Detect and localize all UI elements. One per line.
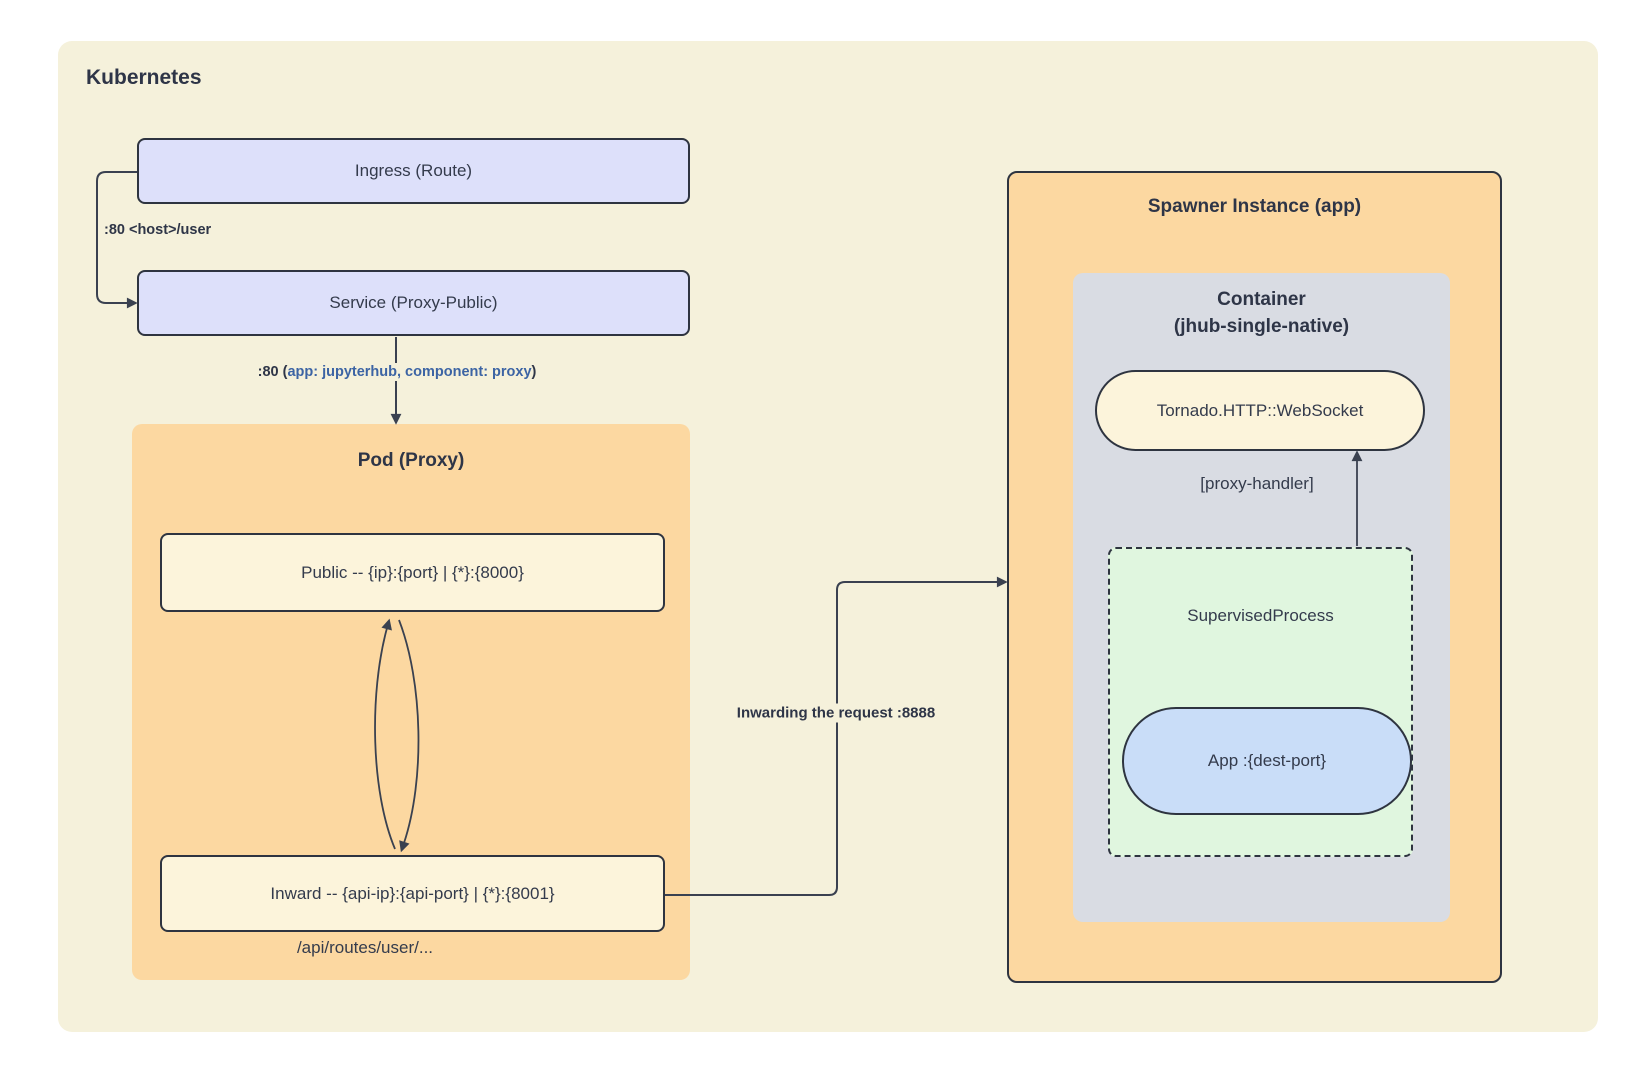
service-label: Service (Proxy-Public): [329, 293, 498, 312]
spawner-instance-title: Spawner Instance (app): [1147, 196, 1362, 217]
proxy-handler-label: [proxy-handler]: [1200, 474, 1314, 493]
service-node: Service (Proxy-Public): [137, 270, 690, 336]
ingress-label: Ingress (Route): [354, 161, 473, 180]
edge-label-service-selector: :80 (app: jupyterhub, component: proxy): [253, 363, 541, 381]
container-title-line2: (jhub-single-native): [1173, 316, 1350, 337]
edge-label-selector-value: app: jupyterhub, component: proxy: [287, 364, 532, 380]
edge-label-inwarding-request: Inwarding the request :8888: [732, 703, 940, 723]
api-routes-note: /api/routes/user/...: [296, 938, 434, 957]
container-title-line1: Container: [1217, 289, 1306, 310]
app-dest-port-label: App :{dest-port}: [1207, 751, 1327, 770]
pod-proxy-title: Pod (Proxy): [357, 450, 465, 471]
edge-label-selector-prefix: :80 (: [257, 364, 288, 380]
edge-label-selector-suffix: ): [531, 364, 537, 380]
inward-endpoint-label: Inward -- {api-ip}:{api-port} | {*}:{800…: [270, 883, 555, 903]
container-title: Container (jhub-single-native): [1073, 286, 1450, 340]
edge-label-host-user: :80 <host>/user: [100, 221, 216, 239]
ingress-node: Ingress (Route): [137, 138, 690, 204]
inward-endpoint-node: Inward -- {api-ip}:{api-port} | {*}:{800…: [160, 855, 665, 932]
tornado-websocket-label: Tornado.HTTP::WebSocket: [1156, 400, 1364, 420]
public-endpoint-node: Public -- {ip}:{port} | {*}:{8000}: [160, 533, 665, 612]
tornado-websocket-node: Tornado.HTTP::WebSocket: [1095, 370, 1425, 451]
kubernetes-title: Kubernetes: [86, 66, 202, 89]
app-dest-port-node: App :{dest-port}: [1122, 707, 1412, 815]
public-endpoint-label: Public -- {ip}:{port} | {*}:{8000}: [301, 562, 524, 582]
supervised-process-label: SupervisedProcess: [1187, 606, 1334, 625]
